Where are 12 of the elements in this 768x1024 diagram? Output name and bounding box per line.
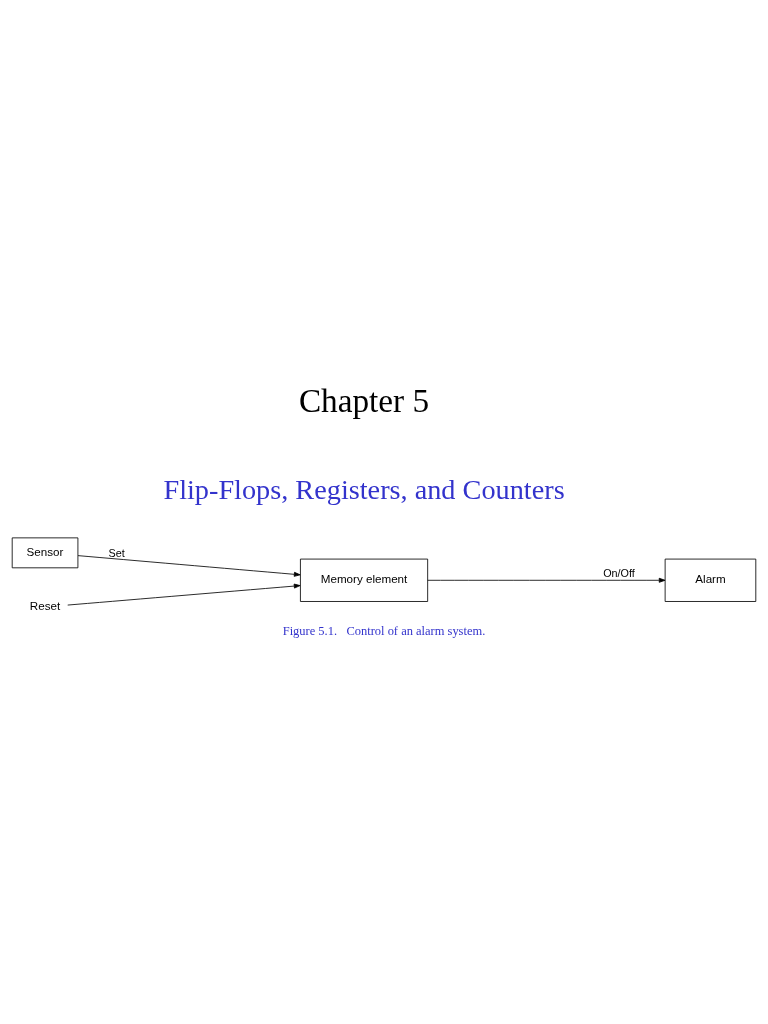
node-box: Alarm — [664, 558, 757, 602]
edge-label: On/Off — [603, 566, 635, 579]
node-box: Sensor — [11, 536, 79, 568]
arrow — [67, 583, 301, 605]
node-text: Reset — [29, 598, 61, 612]
caption: Figure 5.1. Control of an alarm system. — [282, 623, 486, 638]
arrow — [77, 554, 301, 577]
diagram-title: Chapter 5 — [298, 381, 430, 419]
edge-label: Set — [108, 546, 125, 558]
label: Flip-Flops, Registers, and Counters — [163, 473, 565, 505]
node-box: Memory element — [300, 558, 429, 602]
arrow — [427, 577, 666, 583]
